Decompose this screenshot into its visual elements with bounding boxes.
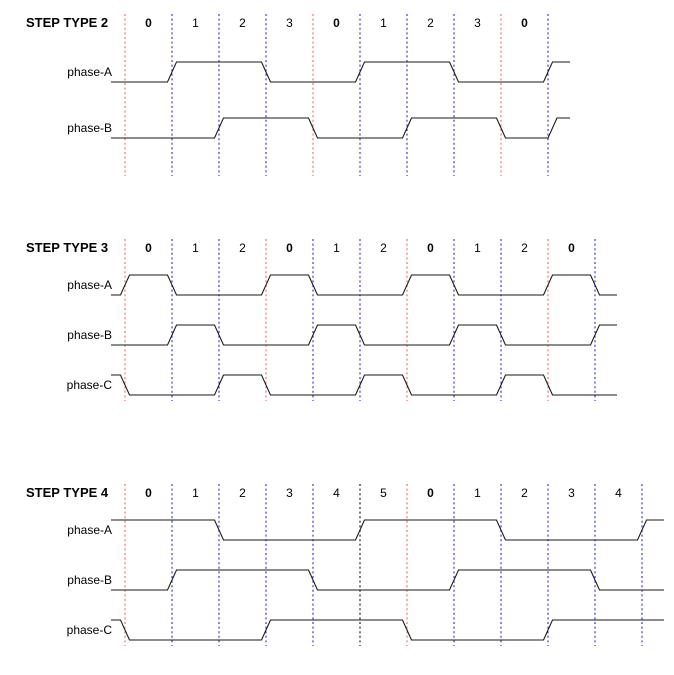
step-label-9: 0 [568, 241, 575, 255]
timing-diagram-step-type-2: STEP TYPE 2 0 1 2 3 0 1 2 3 0 phase-A phase-B [0, 0, 674, 205]
step-label-8: 0 [521, 16, 528, 30]
gridlines [124, 484, 643, 646]
step-label-4: 0 [333, 16, 340, 30]
step-label-1: 1 [192, 241, 199, 255]
step-label-0: 0 [145, 16, 152, 30]
step-label-5: 2 [380, 241, 387, 255]
step-label-8: 2 [521, 486, 528, 500]
step-label-8: 2 [521, 241, 528, 255]
phase-label-phase-A: phase-A [67, 65, 112, 79]
step-label-10: 4 [615, 486, 622, 500]
waveform-phase-A [111, 519, 664, 541]
step-label-2: 2 [239, 486, 246, 500]
waveform-canvas-step-type-3: STEP TYPE 3 0 1 2 0 1 2 0 1 2 0 phase-A phase-B phase… [26, 239, 617, 401]
diagram-title: STEP TYPE 2 [26, 15, 108, 30]
step-label-4: 1 [333, 241, 340, 255]
step-label-3: 3 [286, 16, 293, 30]
gridlines [124, 14, 549, 176]
step-label-6: 0 [427, 486, 434, 500]
step-label-6: 0 [427, 241, 434, 255]
gridlines [124, 239, 596, 401]
phase-label-phase-A: phase-A [67, 278, 112, 292]
phase-label-phase-A: phase-A [67, 523, 112, 537]
step-label-4: 4 [333, 486, 340, 500]
step-label-7: 3 [474, 16, 481, 30]
waveform-phase-A [111, 274, 617, 296]
waveform-phase-B [111, 569, 664, 591]
step-label-5: 5 [380, 486, 387, 500]
step-label-9: 3 [568, 486, 575, 500]
step-label-7: 1 [474, 486, 481, 500]
step-label-2: 2 [239, 16, 246, 30]
waveform-phase-C [111, 619, 664, 641]
step-label-1: 1 [192, 16, 199, 30]
phase-label-phase-C: phase-C [67, 378, 113, 392]
waveform-phase-B [111, 117, 570, 139]
step-label-3: 3 [286, 486, 293, 500]
timing-diagram-step-type-4: STEP TYPE 4 0 1 2 3 4 5 0 1 2 3 4 phase-A phase-B phas… [0, 470, 674, 675]
diagram-title: STEP TYPE 4 [26, 485, 109, 500]
diagram-title: STEP TYPE 3 [26, 240, 108, 255]
step-label-5: 1 [380, 16, 387, 30]
step-label-1: 1 [192, 486, 199, 500]
step-label-0: 0 [145, 486, 152, 500]
phase-label-phase-B: phase-B [67, 121, 112, 135]
step-label-6: 2 [427, 16, 434, 30]
waveform-phase-A [111, 61, 570, 83]
waveform-canvas-step-type-4: STEP TYPE 4 0 1 2 3 4 5 0 1 2 3 4 phase-A phase-B phas… [26, 484, 664, 646]
waveform-phase-C [111, 374, 617, 396]
phase-label-phase-B: phase-B [67, 328, 112, 342]
waveform-phase-B [111, 324, 617, 346]
step-labels: 0 1 2 3 4 5 0 1 2 3 4 [145, 486, 622, 500]
step-label-7: 1 [474, 241, 481, 255]
waveform-canvas-step-type-2: STEP TYPE 2 0 1 2 3 0 1 2 3 0 phase-A phase-B [26, 14, 570, 176]
step-labels: 0 1 2 0 1 2 0 1 2 0 [145, 241, 575, 255]
timing-diagram-step-type-3: STEP TYPE 3 0 1 2 0 1 2 0 1 2 0 phase-A phase-B phase… [0, 225, 674, 430]
step-label-0: 0 [145, 241, 152, 255]
step-label-3: 0 [286, 241, 293, 255]
phase-label-phase-B: phase-B [67, 573, 112, 587]
step-labels: 0 1 2 3 0 1 2 3 0 [145, 16, 528, 30]
phase-label-phase-C: phase-C [67, 623, 113, 637]
step-label-2: 2 [239, 241, 246, 255]
